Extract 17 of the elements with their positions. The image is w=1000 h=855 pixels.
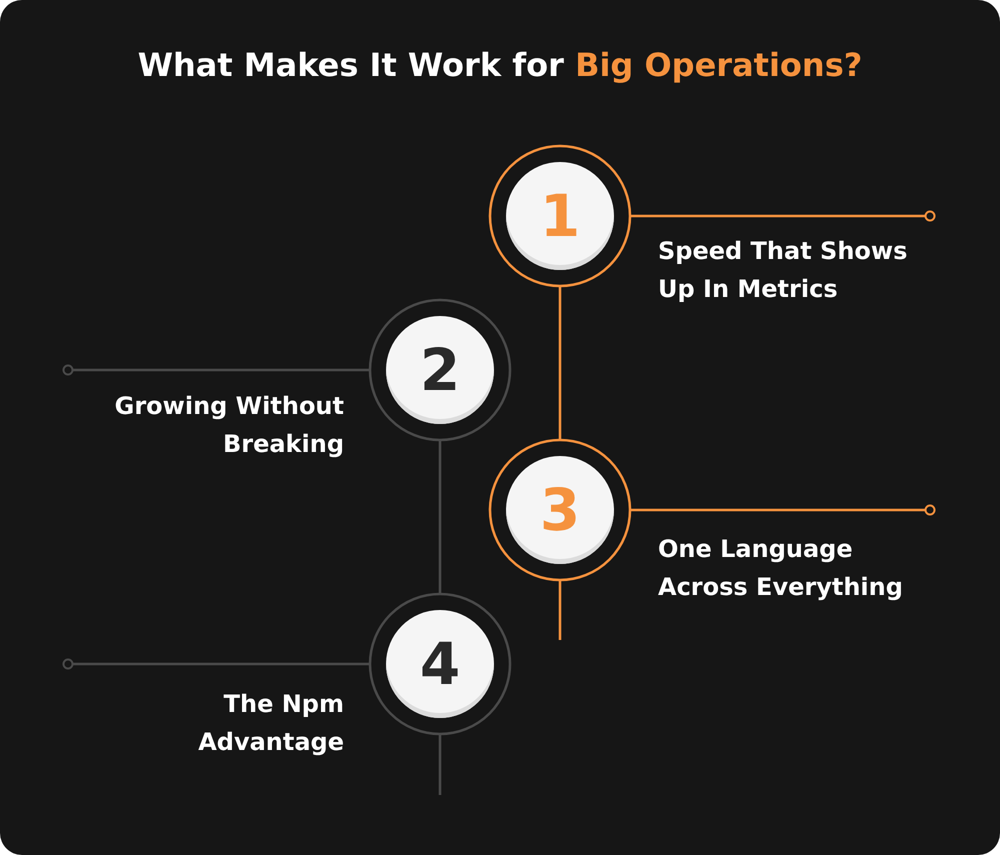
leader-line: [630, 504, 936, 516]
leader-line: [62, 658, 370, 670]
step-number: 3: [540, 476, 580, 544]
step-label: One Language Across Everything: [658, 534, 904, 603]
connector-line: [558, 286, 562, 440]
step-label: Growing Without Breaking: [114, 391, 344, 460]
step-number: 2: [420, 336, 460, 404]
leader-line: [62, 364, 370, 376]
step-number: 4: [420, 630, 460, 698]
stub-line: [558, 580, 562, 640]
step-number: 1: [540, 182, 580, 250]
step-label: The Npm Advantage: [197, 689, 344, 758]
title: What Makes It Work for Big Operations?: [136, 46, 864, 84]
connector-line: [438, 440, 442, 594]
stub-line: [438, 734, 442, 795]
step-label: Speed That Shows Up In Metrics: [658, 236, 908, 305]
leader-line: [630, 210, 936, 222]
